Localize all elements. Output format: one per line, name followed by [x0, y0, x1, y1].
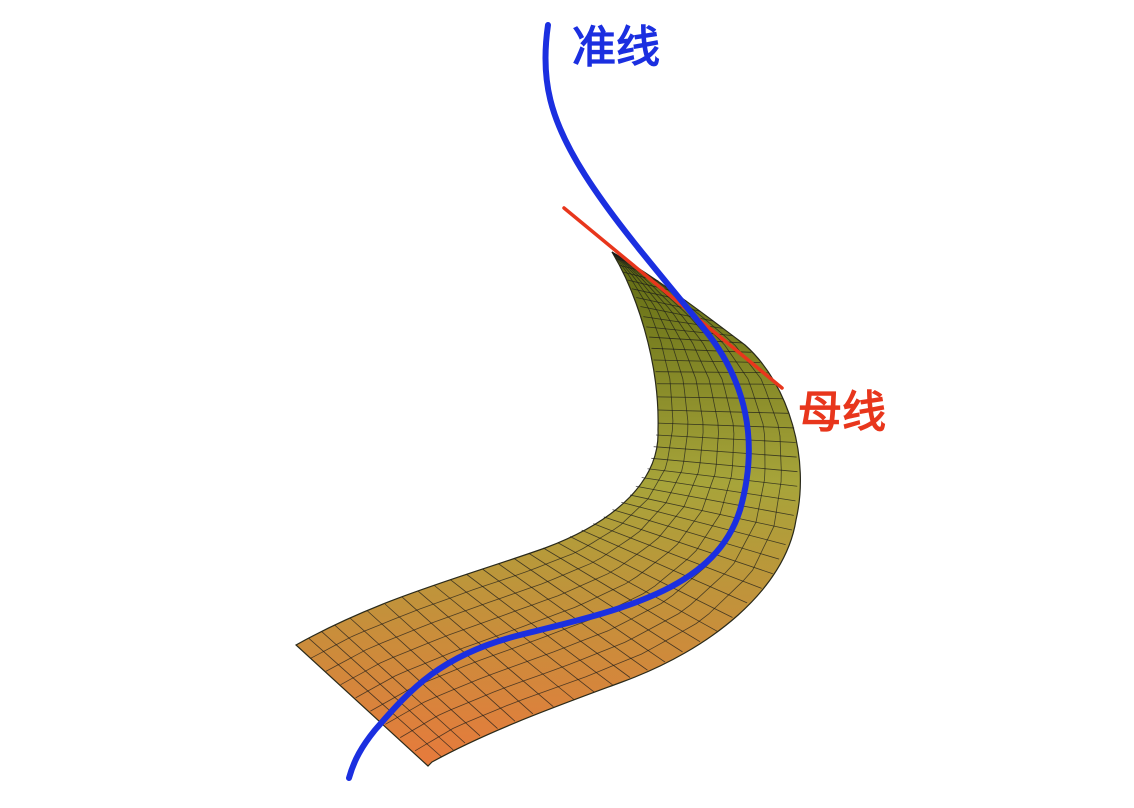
directrix-label: 准线 — [572, 26, 660, 70]
generatrix-label: 母线 — [798, 391, 886, 435]
